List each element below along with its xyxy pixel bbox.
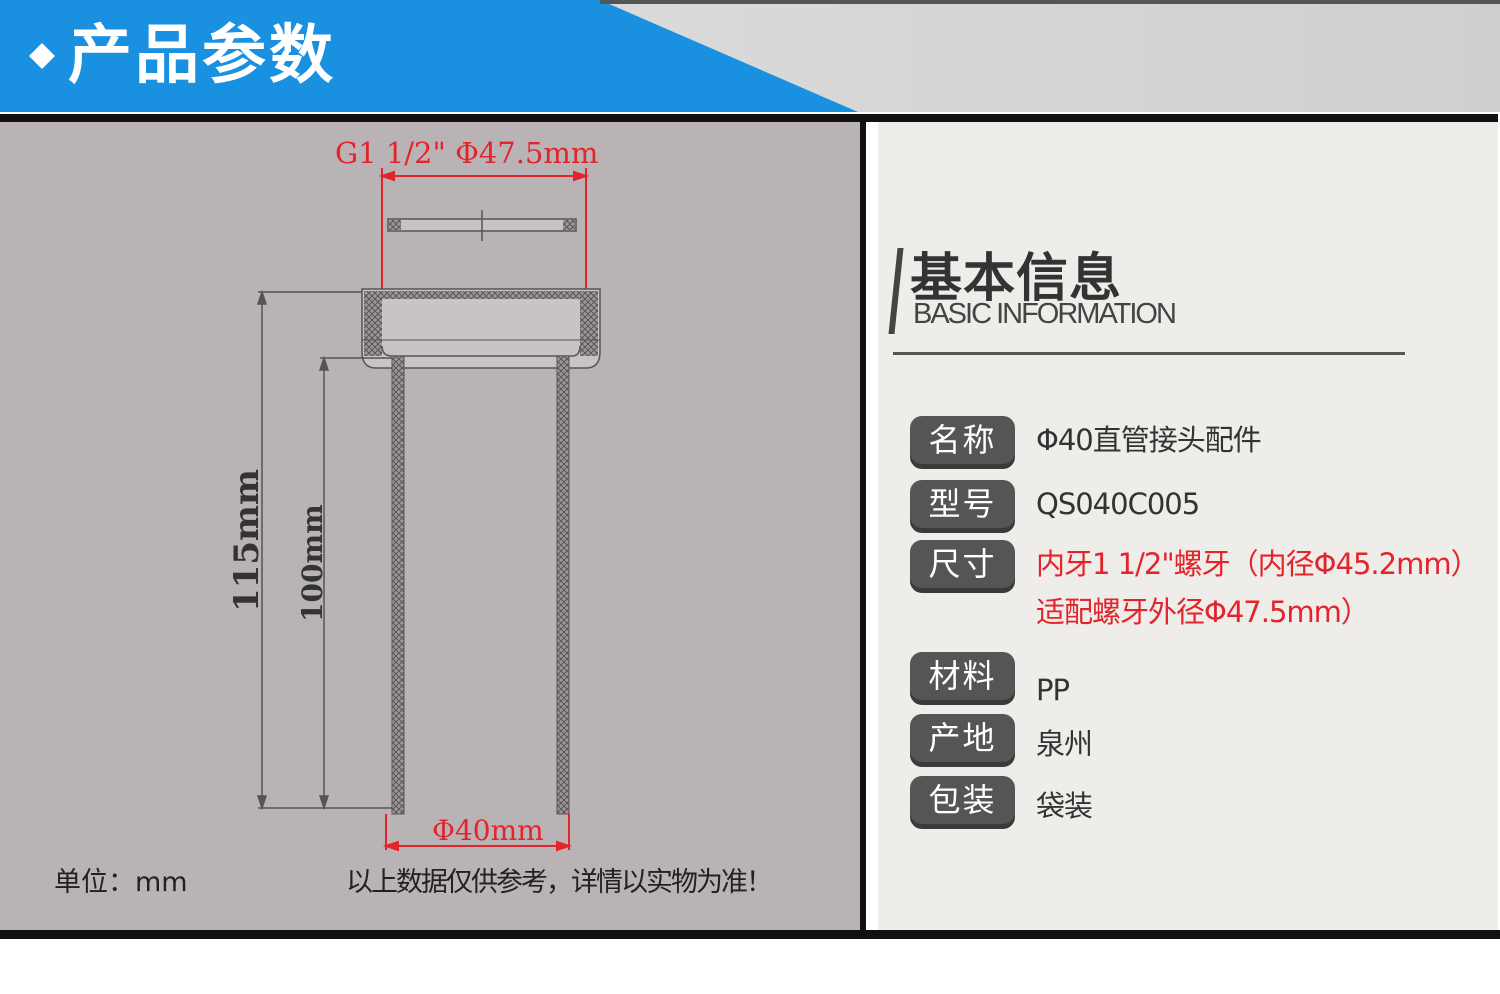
threaded-nut-part: [361, 288, 601, 369]
spec-label: 材料: [910, 652, 1015, 700]
spec-value: QS040C005: [1036, 487, 1200, 521]
spec-value: 内牙1 1/2"螺牙（内径Φ45.2mm）: [1036, 547, 1480, 581]
spec-value-line2: 适配螺牙外径Φ47.5mm）: [1036, 595, 1370, 629]
unit-label: 单位：mm: [54, 867, 188, 898]
diamond-bullet-icon: [29, 43, 55, 69]
spec-label: 型号: [910, 480, 1015, 528]
frame-bottom-border: [0, 930, 1500, 939]
height-dimension-lines: [256, 289, 392, 811]
bottom-dimension-line: [382, 814, 573, 852]
bottom-dimension-label: Φ40mm: [432, 814, 544, 847]
spec-label: 名称: [910, 416, 1015, 464]
section-title-underline: [893, 352, 1405, 355]
top-dimension-label: G1 1/2" Φ47.5mm: [335, 136, 598, 170]
top-dimension-line: [378, 168, 590, 292]
header-banner: 产品参数: [0, 0, 1500, 112]
spec-label: 产地: [910, 714, 1015, 762]
pipe-height-label: 100mm: [296, 504, 329, 622]
pipe-connector-drawing: G1 1/2" Φ47.5mm: [227, 136, 601, 852]
pipe-body-part: [391, 355, 570, 815]
section-subtitle: BASIC INFORMATION: [913, 298, 1177, 330]
technical-drawing-panel: G1 1/2" Φ47.5mm: [0, 122, 860, 930]
spec-value: 泉州: [1036, 727, 1093, 761]
spec-value: Φ40直管接头配件: [1036, 423, 1262, 457]
banner-background: [0, 0, 1500, 112]
washer-part: [387, 210, 577, 241]
frame-divider: [860, 118, 866, 933]
total-height-label: 115mm: [227, 469, 267, 612]
spec-value: 袋装: [1036, 789, 1093, 823]
section-title: 基本信息: [910, 249, 1123, 309]
spec-value: PP: [1036, 673, 1070, 707]
spec-label: 包装: [910, 776, 1015, 824]
disclaimer-text: 以上数据仅供参考，详情以实物为准！: [346, 867, 773, 898]
spec-label: 尺寸: [910, 540, 1015, 588]
page-title: 产品参数: [68, 19, 336, 93]
frame-top-border: [0, 114, 1498, 122]
